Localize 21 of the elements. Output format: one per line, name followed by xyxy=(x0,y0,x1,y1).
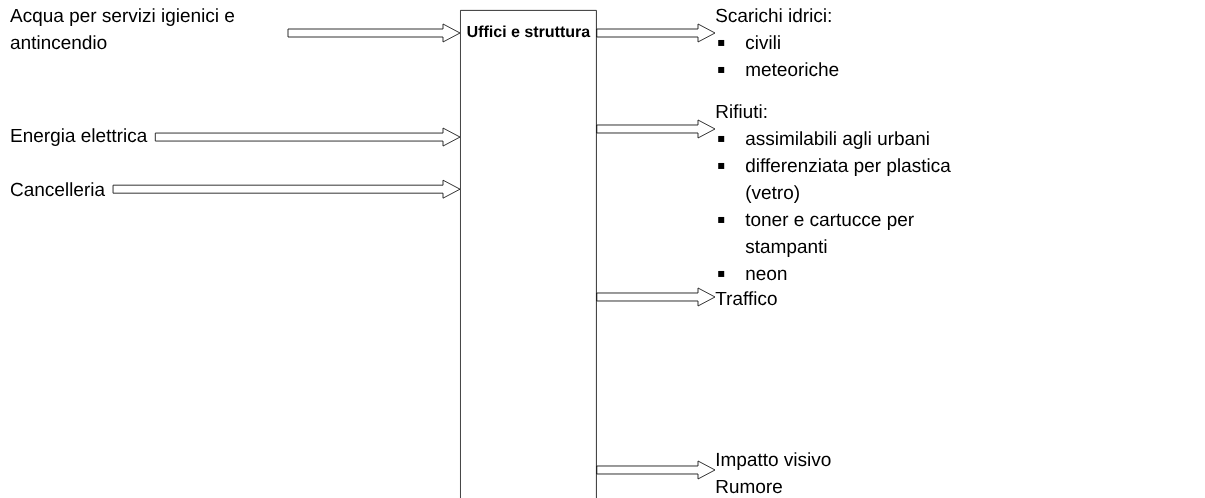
block-arrow xyxy=(287,23,461,43)
input-label: Cancelleria xyxy=(11,182,106,197)
block-arrow xyxy=(596,287,716,307)
block-arrow xyxy=(112,179,461,199)
bullet-item: neon xyxy=(718,269,787,281)
output-label: Rumore xyxy=(716,479,782,494)
block-arrow xyxy=(154,127,461,147)
input-label: Energia elettrica xyxy=(11,128,148,146)
bullet-item: differenziata per plastica (vetro) xyxy=(718,158,951,203)
block-arrow xyxy=(596,119,716,139)
output-label: Scarichi idrici: xyxy=(716,8,831,23)
input-label: Acqua per servizi igienici e antincendio xyxy=(10,8,235,50)
block-arrow xyxy=(596,23,716,43)
bullet-item: civili xyxy=(718,35,780,50)
process-box: Uffici e struttura xyxy=(460,10,597,498)
bullet-item: assimilabili agli urbani xyxy=(718,131,929,149)
output-label: Rifiuti: xyxy=(716,104,767,119)
output-label: Traffico xyxy=(715,291,777,306)
block-arrow xyxy=(596,460,716,480)
output-label: Impatto visivo xyxy=(716,452,831,470)
bullet-item: meteoriche xyxy=(718,62,839,77)
